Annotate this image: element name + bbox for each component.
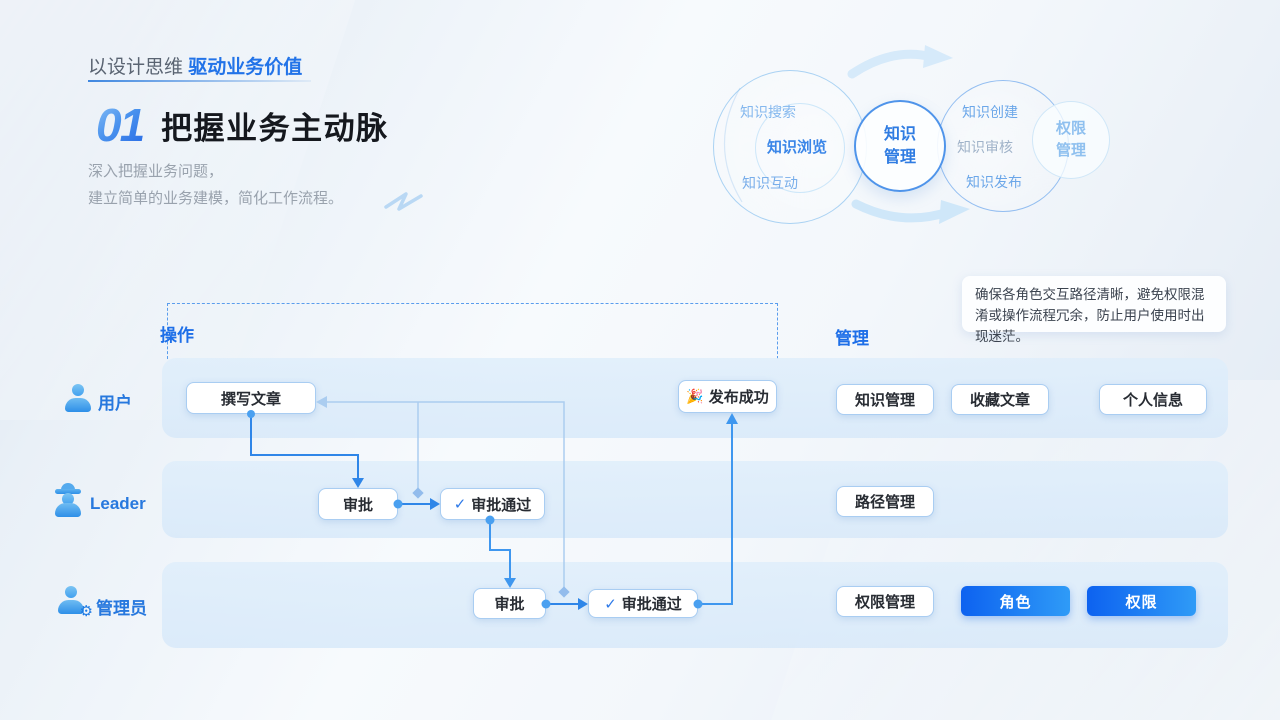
perm-circle-line1: 权限 <box>1055 120 1086 137</box>
swoosh-arrow-top-head <box>923 45 953 68</box>
knowledge-left-inner-circle <box>755 103 845 193</box>
swoosh-arrow-top-icon <box>847 49 937 79</box>
role-button[interactable]: 角色 <box>961 586 1070 616</box>
flow-box-publish-success[interactable]: 🎉 发布成功 <box>678 380 777 413</box>
column-label-manage: 管理 <box>835 329 869 348</box>
note-box: 确保各角色交互路径清晰，避免权限混淆或操作流程冗余，防止用户使用时出现迷茫。 <box>962 276 1226 344</box>
flow-box-label: 发布成功 <box>708 389 769 406</box>
flow-box-label: 撰写文章 <box>220 390 281 408</box>
check-icon: ✓ <box>453 496 467 513</box>
lane-label-admin: 管理员 <box>96 599 147 618</box>
gear-icon: ⚙ <box>79 603 93 620</box>
label-knowledge-review: 知识审核 <box>957 139 1013 155</box>
flow-box-personal-info[interactable]: 个人信息 <box>1099 384 1207 415</box>
knowledge-center-circle: 知识 管理 <box>854 100 946 192</box>
lane-label-user: 用户 <box>98 394 132 413</box>
label-knowledge-browse: 知识浏览 <box>767 139 828 156</box>
section-title: 把握业务主动脉 <box>161 110 389 146</box>
perm-circle-line2: 管理 <box>1055 142 1086 159</box>
swoosh-arrow-bottom-icon <box>851 199 953 223</box>
perm-button[interactable]: 权限 <box>1087 586 1196 616</box>
flow-box-label: 审批通过 <box>621 596 682 613</box>
admin-icon: ⚙ <box>55 586 93 620</box>
flow-box-label: 收藏文章 <box>969 392 1030 409</box>
eyebrow-gray-text: 以设计思维 <box>88 57 184 78</box>
label-knowledge-publish: 知识发布 <box>966 174 1022 190</box>
flow-box-favorite-article[interactable]: 收藏文章 <box>951 384 1049 415</box>
swoosh-arrow-bottom-head <box>939 200 970 224</box>
lane-label-leader: Leader <box>90 494 146 513</box>
flow-box-label: 审批 <box>342 496 373 514</box>
flow-box-approve-leader[interactable]: 审批 <box>318 488 398 520</box>
center-circle-line1: 知识 <box>883 126 916 143</box>
label-knowledge-create: 知识创建 <box>962 104 1018 120</box>
center-circle-line2: 管理 <box>883 149 916 166</box>
column-label-operation: 操作 <box>160 326 194 345</box>
flow-box-label: 知识管理 <box>854 392 915 409</box>
page-title: 01 把握业务主动脉 <box>96 98 389 152</box>
eyebrow-underline <box>88 80 311 82</box>
eyebrow-blue-text: 驱动业务价值 <box>188 57 303 78</box>
flow-box-write-article[interactable]: 撰写文章 <box>186 382 316 414</box>
operation-dashed-region <box>167 303 778 359</box>
flow-box-label: 权限管理 <box>854 594 915 611</box>
flow-box-label: 审批通过 <box>471 496 532 514</box>
section-subtitle: 深入把握业务问题， 建立简单的业务建模，简化工作流程。 <box>88 158 343 212</box>
flow-box-knowledge-manage[interactable]: 知识管理 <box>836 384 934 415</box>
flow-box-approve-admin[interactable]: 审批 <box>473 588 546 619</box>
flow-box-label: 个人信息 <box>1122 392 1183 409</box>
label-knowledge-search: 知识搜索 <box>740 104 796 120</box>
flow-box-pass-admin[interactable]: ✓ 审批通过 <box>588 589 698 618</box>
section-number: 01 <box>96 98 147 152</box>
check-icon: ✓ <box>604 595 617 613</box>
permission-circle: 权限 管理 <box>1032 101 1110 179</box>
party-icon: 🎉 <box>686 388 704 404</box>
flow-box-perm-manage[interactable]: 权限管理 <box>836 586 934 617</box>
flow-box-path-manage[interactable]: 路径管理 <box>836 486 934 517</box>
label-knowledge-interact: 知识互动 <box>742 175 798 191</box>
flow-box-label: 审批 <box>494 596 525 613</box>
subtitle-line1: 深入把握业务问题， <box>88 163 224 180</box>
flow-box-pass-leader[interactable]: ✓ 审批通过 <box>440 488 545 520</box>
eyebrow: 以设计思维 驱动业务价值 <box>88 52 302 79</box>
leader-icon <box>52 483 84 517</box>
subtitle-line2: 建立简单的业务建模，简化工作流程。 <box>88 190 344 207</box>
squiggle-icon <box>384 192 423 211</box>
user-icon <box>62 384 94 414</box>
flow-box-label: 路径管理 <box>854 494 915 511</box>
